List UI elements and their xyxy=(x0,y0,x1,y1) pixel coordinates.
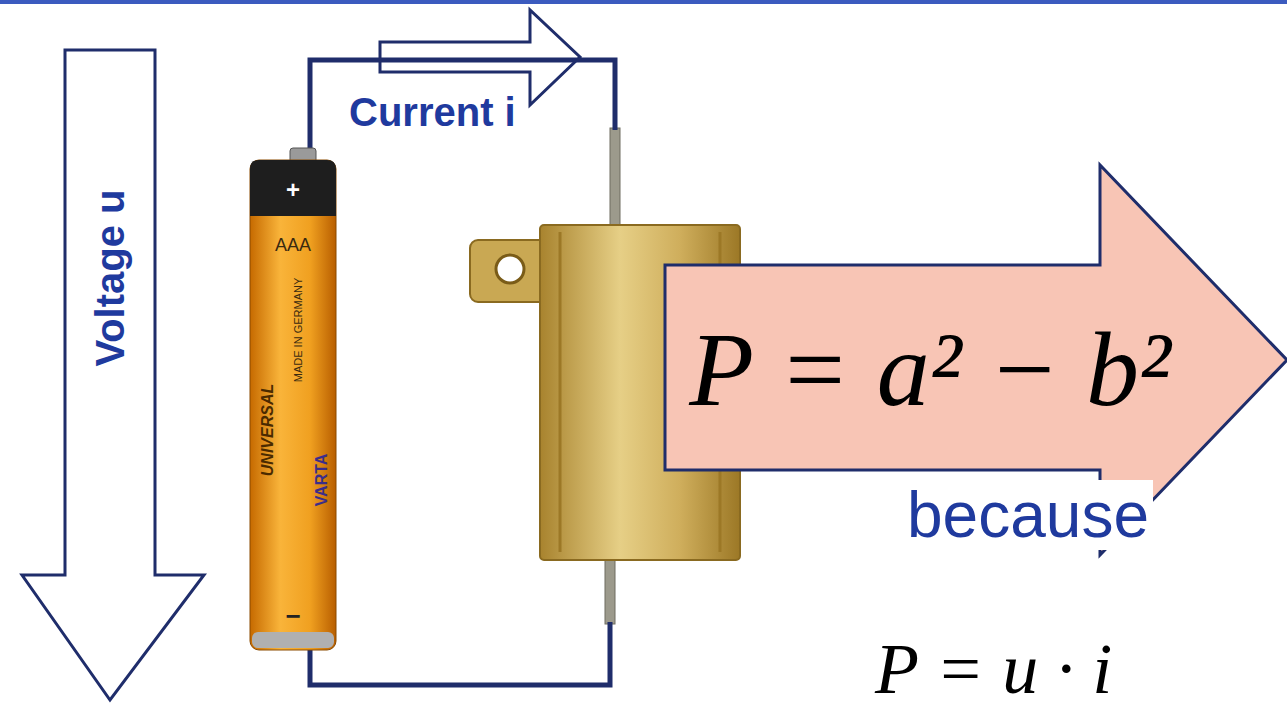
arrow-outline xyxy=(18,48,208,703)
wire xyxy=(310,60,615,160)
battery-origin: MADE IN GERMANY xyxy=(292,278,304,383)
battery-cap xyxy=(250,160,336,216)
wire xyxy=(310,622,610,685)
battery-symbol xyxy=(250,160,336,650)
top-bar xyxy=(0,0,1287,4)
polarity-mark: − xyxy=(285,602,300,631)
resistor-lead xyxy=(605,552,615,624)
arrow-shape xyxy=(22,50,204,700)
voltage-arrow: Voltage u xyxy=(18,48,208,703)
battery-brand-line: UNIVERSAL xyxy=(259,384,277,476)
because-label: because xyxy=(903,480,1153,550)
battery-base xyxy=(252,632,334,648)
battery-size: AAA xyxy=(275,236,311,256)
formula-label: P = u · i xyxy=(875,630,1112,709)
arrow-shape xyxy=(665,165,1287,555)
polarity-mark: + xyxy=(286,177,300,203)
resistor-fin xyxy=(559,232,562,552)
battery-maker: VARTA xyxy=(313,454,331,507)
node-text: Voltage u xyxy=(88,189,132,366)
resistor-hole xyxy=(496,255,524,283)
resistor-lead xyxy=(610,128,620,233)
current-label: Current i xyxy=(345,90,520,134)
node-text: P = a² − b² xyxy=(689,312,1170,429)
